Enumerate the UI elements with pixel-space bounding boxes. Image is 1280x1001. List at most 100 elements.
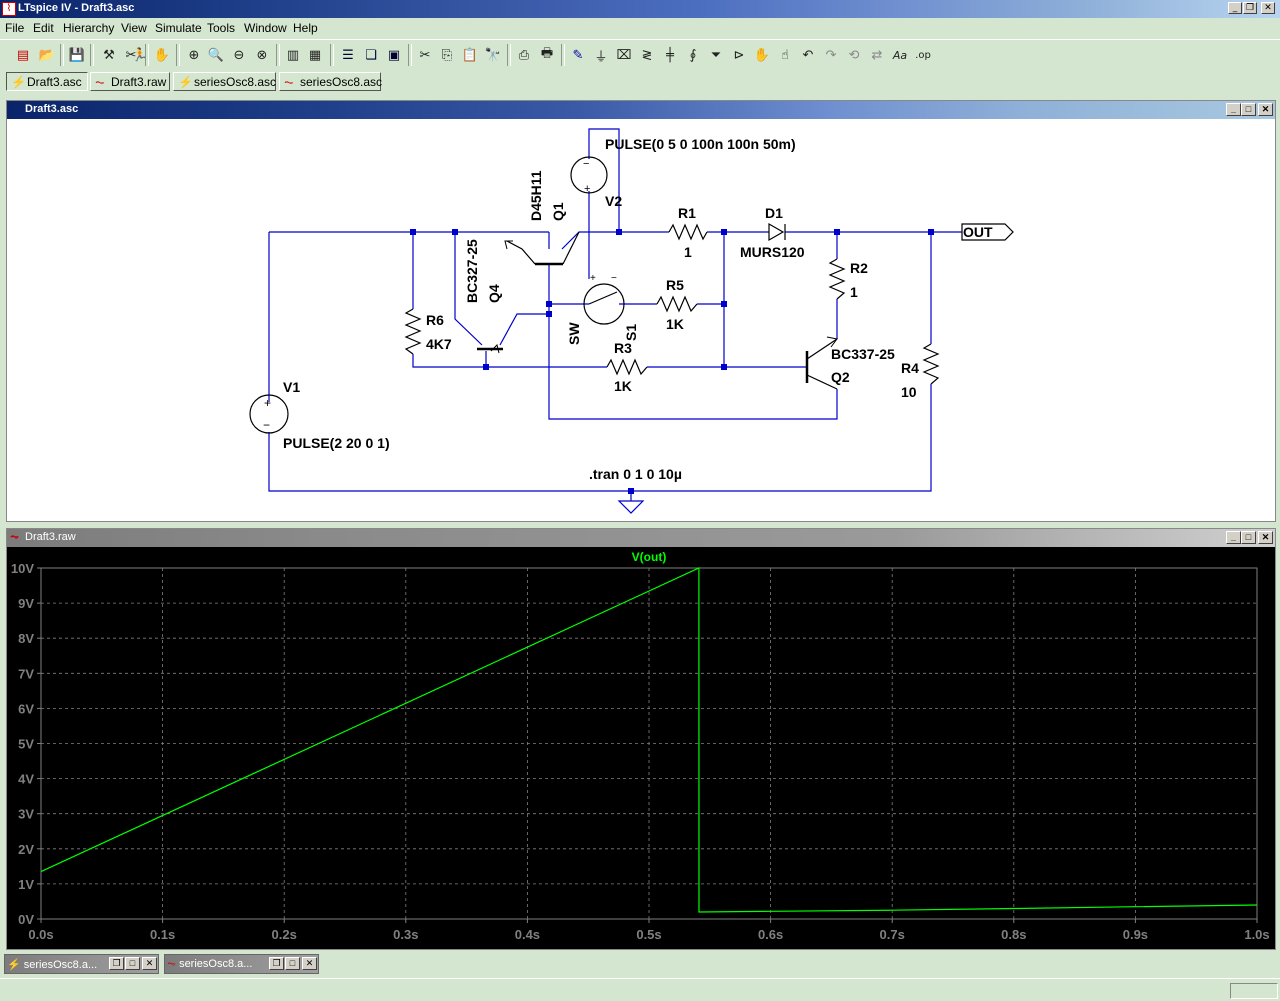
menu-window[interactable]: Window — [244, 21, 287, 35]
menu-help[interactable]: Help — [293, 21, 318, 35]
capacitor-icon[interactable]: ╪ — [660, 45, 680, 65]
close-button[interactable]: ✕ — [1261, 2, 1275, 14]
y-tick-label: 5V — [18, 737, 34, 752]
pan-icon[interactable]: 🔍 — [206, 45, 226, 65]
r4-resistor[interactable] — [924, 344, 938, 384]
menu-edit[interactable]: Edit — [33, 21, 54, 35]
print-setup-icon[interactable]: ⎙ — [514, 45, 534, 65]
halt-icon[interactable]: ✋ — [152, 45, 172, 65]
undo-icon[interactable]: ↶ — [798, 45, 818, 65]
r3-resistor[interactable] — [607, 360, 647, 374]
move-icon[interactable]: ✋ — [752, 45, 772, 65]
schematic-window: Draft3.asc _ □ ✕ — [6, 100, 1276, 522]
y-tick-label: 9V — [18, 596, 34, 611]
tran-directive[interactable]: .tran 0 1 0 10µ — [589, 466, 682, 482]
q4-name-label: Q4 — [486, 284, 502, 303]
tile-vertical-icon[interactable]: ▣ — [384, 45, 404, 65]
tab-draft3-asc[interactable]: ⚡Draft3.asc — [6, 72, 88, 91]
toolbar-separator — [408, 44, 412, 66]
toolbar-separator — [90, 44, 94, 66]
toolbar-separator — [176, 44, 180, 66]
y-tick-label: 7V — [18, 666, 34, 681]
tile-horizontal-icon[interactable]: ☰ — [338, 45, 358, 65]
inductor-icon[interactable]: ∮ — [683, 45, 703, 65]
minimized-window-seriesosc8-raw[interactable]: ⏦ seriesOsc8.a... ❐ □ ✕ — [164, 954, 319, 974]
diode-icon[interactable]: ⏷ — [706, 45, 726, 65]
minimized-windows-bar: ⚡ seriesOsc8.a... ❐ □ ✕ ⏦ seriesOsc8.a..… — [0, 952, 1280, 976]
maximize-button[interactable]: □ — [125, 957, 140, 970]
maximize-button[interactable]: □ — [285, 957, 300, 970]
series-line-vout[interactable] — [41, 568, 1257, 912]
label-net-icon[interactable]: ⌧ — [614, 45, 634, 65]
minimize-button[interactable]: _ — [1228, 2, 1242, 14]
r6-value-label: 4K7 — [426, 336, 452, 352]
save-icon[interactable]: 💾 — [67, 45, 87, 65]
cascade-icon[interactable]: ❏ — [361, 45, 381, 65]
waveform-close-button[interactable]: ✕ — [1258, 531, 1273, 544]
drag-icon[interactable]: ☝ — [775, 45, 795, 65]
maximize-button[interactable]: ❐ — [1243, 2, 1257, 14]
menu-view[interactable]: View — [121, 21, 147, 35]
zoom-out-icon[interactable]: ⊖ — [229, 45, 249, 65]
zoom-fit-icon[interactable]: ⊗ — [252, 45, 272, 65]
waveform-window-title-bar: ⏦ Draft3.raw _ □ ✕ — [7, 529, 1275, 547]
schematic-canvas[interactable]: − + + − + − PULSE(0 5 0 100n 100n 50m) V… — [7, 119, 1275, 519]
restore-button[interactable]: ❐ — [109, 957, 124, 970]
r2-name-label: R2 — [850, 260, 868, 276]
component-icon[interactable]: ⊳ — [729, 45, 749, 65]
open-folder-icon[interactable]: 📂 — [37, 45, 57, 65]
y-tick-label: 8V — [18, 631, 34, 646]
toolbar-separator — [60, 44, 64, 66]
paste-icon[interactable]: 📋 — [460, 45, 480, 65]
close-button[interactable]: ✕ — [142, 957, 157, 970]
cut-icon[interactable]: ✂ — [415, 45, 435, 65]
minimized-window-seriesosc8-asc[interactable]: ⚡ seriesOsc8.a... ❐ □ ✕ — [4, 954, 159, 974]
tab-seriesosc8-asc[interactable]: ⚡seriesOsc8.asc — [173, 72, 276, 91]
spice-directive-icon[interactable]: .op — [913, 45, 933, 65]
r1-resistor[interactable] — [669, 225, 707, 239]
r2-resistor[interactable] — [830, 259, 844, 299]
redo-icon[interactable]: ↷ — [821, 45, 841, 65]
print-icon[interactable]: 🖶 — [537, 45, 557, 65]
close-button[interactable]: ✕ — [302, 957, 317, 970]
tab-label: Draft3.asc — [27, 75, 82, 89]
menu-tools[interactable]: Tools — [207, 21, 235, 35]
autorange-icon[interactable]: ▥ — [283, 45, 303, 65]
schematic-minimize-button[interactable]: _ — [1226, 103, 1241, 116]
run-icon[interactable]: 🏃 — [130, 45, 150, 65]
x-tick-label: 0.4s — [515, 927, 540, 942]
new-schematic-icon[interactable]: ▤ — [13, 45, 33, 65]
r6-resistor[interactable] — [406, 309, 420, 354]
schematic-window-title: Draft3.asc — [25, 103, 78, 115]
schematic-close-button[interactable]: ✕ — [1258, 103, 1273, 116]
waveform-window-title: Draft3.raw — [25, 531, 76, 543]
tab-draft3-raw[interactable]: ⏦Draft3.raw — [90, 72, 170, 91]
d1-diode[interactable] — [769, 224, 783, 240]
find-icon[interactable]: 🔭 — [483, 45, 503, 65]
grid-icon[interactable]: ▦ — [305, 45, 325, 65]
trace-name-label[interactable]: V(out) — [632, 550, 667, 564]
tab-seriesosc8-raw[interactable]: ⏦seriesOsc8.asc — [279, 72, 381, 91]
x-tick-label: 0.2s — [272, 927, 297, 942]
control-panel-icon[interactable]: ⚒ — [99, 45, 119, 65]
mirror-icon[interactable]: ⇄ — [867, 45, 887, 65]
waveform-minimize-button[interactable]: _ — [1226, 531, 1241, 544]
text-icon[interactable]: Aa — [890, 45, 910, 65]
menu-file[interactable]: File — [5, 21, 24, 35]
resistor-icon[interactable]: ≷ — [637, 45, 657, 65]
copy-icon[interactable]: ⎘ — [437, 45, 457, 65]
schematic-maximize-button[interactable]: □ — [1241, 103, 1256, 116]
menu-simulate[interactable]: Simulate — [155, 21, 202, 35]
menu-hierarchy[interactable]: Hierarchy — [63, 21, 114, 35]
r5-resistor[interactable] — [657, 297, 697, 311]
restore-button[interactable]: ❐ — [269, 957, 284, 970]
zoom-in-icon[interactable]: ⊕ — [184, 45, 204, 65]
draw-wire-icon[interactable]: ✎ — [568, 45, 588, 65]
ground-symbol[interactable] — [619, 501, 643, 513]
ground-icon[interactable]: ⏚ — [591, 45, 611, 65]
waveform-maximize-button[interactable]: □ — [1241, 531, 1256, 544]
r6-name-label: R6 — [426, 312, 444, 328]
rotate-icon[interactable]: ⟲ — [844, 45, 864, 65]
toolbar-separator — [276, 44, 280, 66]
